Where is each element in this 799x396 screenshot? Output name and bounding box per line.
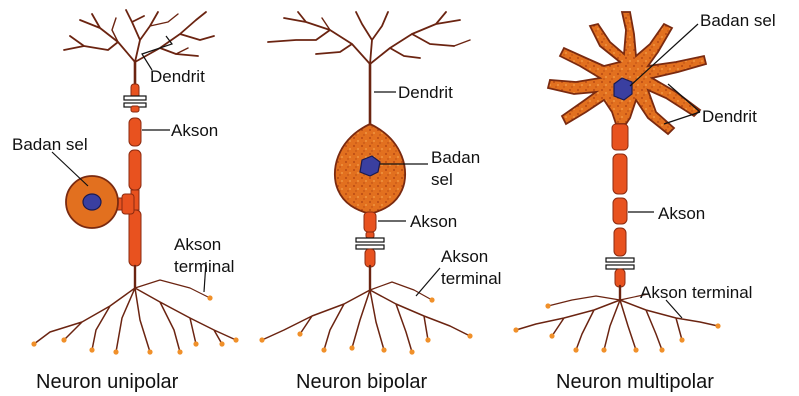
multipolar-axon bbox=[606, 124, 634, 287]
unipolar-label-akson-terminal-line2: terminal bbox=[174, 257, 234, 276]
multipolar-cell-body bbox=[548, 12, 706, 134]
multipolar-label-akson-terminal: Akson terminal bbox=[640, 283, 752, 302]
unipolar-cell-body bbox=[66, 176, 134, 228]
bipolar-label-badan-line1: Badan bbox=[431, 148, 480, 167]
bipolar-cell-body bbox=[335, 124, 405, 214]
multipolar-nucleus bbox=[614, 78, 632, 100]
unipolar-axon-terminals bbox=[31, 266, 238, 355]
unipolar-neuron: Dendrit Akson Badan sel Akson terminal N… bbox=[12, 10, 239, 393]
unipolar-nucleus bbox=[83, 194, 101, 210]
unipolar-label-badan-sel: Badan sel bbox=[12, 135, 88, 154]
unipolar-axon bbox=[124, 84, 146, 266]
bipolar-neuron: Dendrit Badan sel Akson Akson terminal N… bbox=[259, 12, 501, 393]
multipolar-label-akson: Akson bbox=[658, 204, 705, 223]
bipolar-label-akson-terminal-line2: terminal bbox=[441, 269, 501, 288]
multipolar-label-badan-sel: Badan sel bbox=[700, 11, 776, 30]
bipolar-axon bbox=[356, 212, 384, 267]
caption-unipolar: Neuron unipolar bbox=[36, 371, 179, 393]
caption-bipolar: Neuron bipolar bbox=[296, 371, 428, 393]
caption-multipolar: Neuron multipolar bbox=[556, 371, 714, 393]
unipolar-label-dendrit: Dendrit bbox=[150, 67, 205, 86]
unipolar-label-akson-terminal-line1: Akson bbox=[174, 235, 221, 254]
multipolar-neuron: Badan sel Dendrit Akson Akson terminal N… bbox=[513, 11, 775, 393]
bipolar-dendrites bbox=[268, 12, 470, 126]
multipolar-label-dendrit: Dendrit bbox=[702, 107, 757, 126]
bipolar-label-dendrit: Dendrit bbox=[398, 83, 453, 102]
bipolar-label-akson: Akson bbox=[410, 212, 457, 231]
bipolar-label-badan-line2: sel bbox=[431, 170, 453, 189]
bipolar-label-akson-terminal-line1: Akson bbox=[441, 247, 488, 266]
unipolar-label-akson: Akson bbox=[171, 121, 218, 140]
